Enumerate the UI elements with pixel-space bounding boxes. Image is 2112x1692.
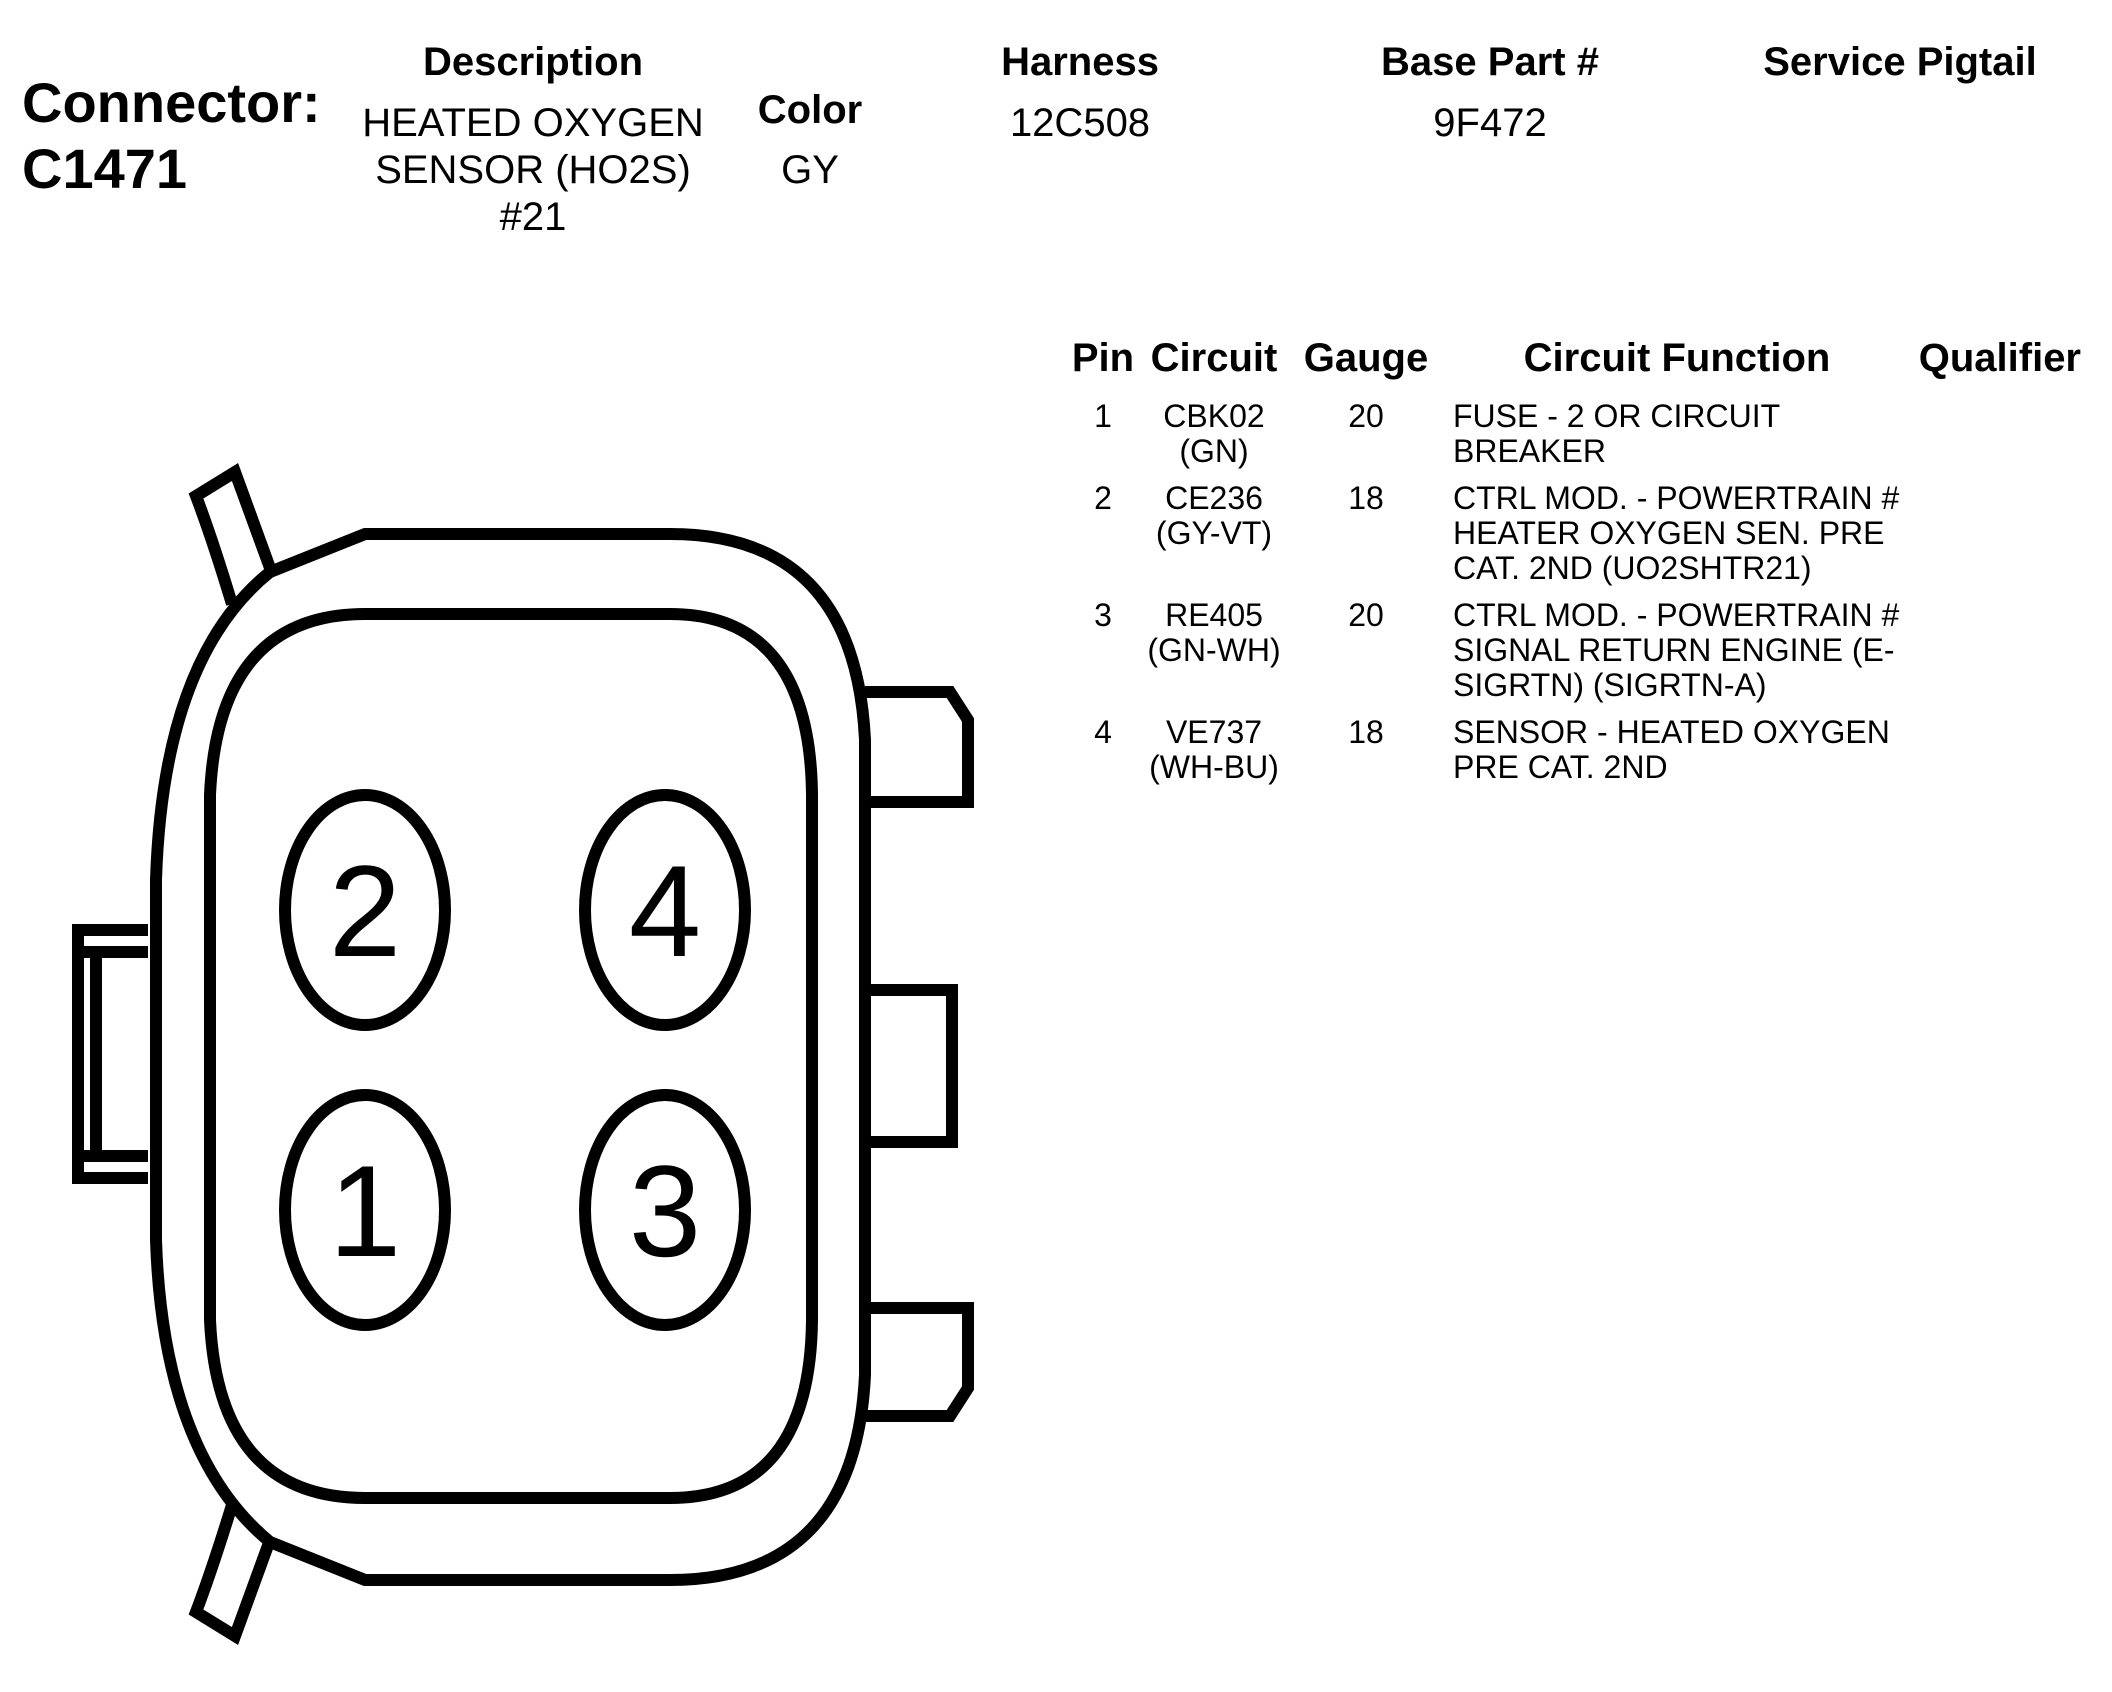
connector-label: Connector: (22, 71, 321, 134)
table-row: 3 RE405 (GN-WH) 20 CTRL MOD. - POWERTRAI… (1065, 598, 2081, 715)
function-line: CTRL MOD. - POWERTRAIN # (1453, 480, 1900, 516)
circuit-cell: CE236 (GY-VT) (1141, 481, 1287, 598)
service-pigtail-header: Service Pigtail (1763, 40, 2037, 84)
right-top-tab (865, 686, 974, 808)
circuit-cell: CBK02 (GN) (1141, 399, 1287, 481)
outer-housing (150, 528, 871, 1586)
right-bottom-tab (865, 1302, 974, 1422)
pin-cavity-3 (579, 1089, 751, 1331)
pin-table: Pin Circuit Gauge Circuit Function Quali… (1065, 336, 2081, 797)
inner-cavity (204, 608, 818, 1504)
qualifier-cell (1901, 481, 2081, 598)
bottom-latch-arm (188, 1503, 276, 1645)
base-part-header: Base Part # (1381, 40, 1599, 84)
table-row: 1 CBK02 (GN) 20 FUSE - 2 OR CIRCUIT BREA… (1065, 399, 2081, 481)
pin-label-3: 3 (629, 1138, 701, 1284)
connector-title: Connector: C1471 (22, 70, 321, 202)
function-column-header: Circuit Function (1523, 336, 1831, 380)
pin-cavity-1 (279, 1089, 451, 1331)
qualifier-column-header: Qualifier (1918, 336, 2081, 380)
qualifier-cell (1901, 715, 2081, 797)
circuit-column-header: Circuit (1150, 336, 1278, 380)
table-row: 4 VE737 (WH-BU) 18 SENSOR - HEATED OXYGE… (1065, 715, 2081, 797)
function-line: SIGNAL RETURN ENGINE (E- (1453, 632, 1895, 668)
connector-face-diagram: 2 4 1 3 (72, 463, 974, 1645)
gauge-cell: 20 (1348, 597, 1384, 633)
circuit-id: CBK02 (1163, 398, 1265, 434)
color-header: Color (757, 88, 863, 132)
gauge-cell: 18 (1348, 714, 1384, 750)
base-part-value: 9F472 (1433, 101, 1547, 145)
function-line: HEATER OXYGEN SEN. PRE (1453, 515, 1885, 551)
left-lock-tab (72, 924, 148, 1184)
harness-header: Harness (1001, 40, 1159, 84)
connector-id: C1471 (22, 137, 188, 200)
function-cell: CTRL MOD. - POWERTRAIN # HEATER OXYGEN S… (1445, 481, 1901, 598)
pin-column-header: Pin (1071, 336, 1135, 380)
circuit-id: VE737 (1165, 714, 1263, 750)
circuit-cell: VE737 (WH-BU) (1141, 715, 1287, 797)
function-line: SENSOR - HEATED OXYGEN (1453, 714, 1890, 750)
qualifier-cell (1901, 598, 2081, 715)
pin-cavity-4 (579, 789, 751, 1031)
top-latch-arm (188, 463, 276, 606)
circuit-id: RE405 (1165, 597, 1263, 633)
pin-label-2: 2 (329, 838, 401, 984)
description-line: HEATED OXYGEN (362, 101, 704, 145)
pin-number: 3 (1094, 597, 1112, 633)
description-line: SENSOR (HO2S) (375, 148, 691, 192)
function-line: CAT. 2ND (UO2SHTR21) (1453, 550, 1812, 586)
description-header: Description (422, 40, 644, 84)
pin-number: 4 (1094, 714, 1112, 750)
function-cell: FUSE - 2 OR CIRCUIT BREAKER (1445, 399, 1901, 481)
circuit-color: (GN) (1179, 433, 1249, 469)
function-line: BREAKER (1453, 433, 1606, 469)
function-line: SIGRTN) (SIGRTN-A) (1453, 667, 1767, 703)
pin-cavities (279, 789, 751, 1331)
right-middle-tab (865, 984, 958, 1148)
function-line: PRE CAT. 2ND (1453, 749, 1668, 785)
circuit-color: (WH-BU) (1149, 749, 1279, 785)
pin-table-header-row: Pin Circuit Gauge Circuit Function Quali… (1065, 336, 2081, 399)
gauge-cell: 20 (1348, 398, 1384, 434)
qualifier-cell (1901, 399, 2081, 481)
circuit-color: (GN-WH) (1147, 632, 1281, 668)
pin-number: 2 (1094, 480, 1112, 516)
function-cell: CTRL MOD. - POWERTRAIN # SIGNAL RETURN E… (1445, 598, 1901, 715)
gauge-cell: 18 (1348, 480, 1384, 516)
connector-outline (72, 463, 974, 1645)
pin-label-1: 1 (329, 1138, 401, 1284)
circuit-cell: RE405 (GN-WH) (1141, 598, 1287, 715)
function-line: CTRL MOD. - POWERTRAIN # (1453, 597, 1900, 633)
circuit-id: CE236 (1165, 480, 1263, 516)
gauge-column-header: Gauge (1303, 336, 1429, 380)
function-cell: SENSOR - HEATED OXYGEN PRE CAT. 2ND (1445, 715, 1901, 797)
pin-number: 1 (1094, 398, 1112, 434)
color-value: GY (781, 148, 839, 192)
pin-cavity-2 (279, 789, 451, 1031)
harness-value: 12C508 (1009, 101, 1151, 145)
pin-label-4: 4 (629, 838, 701, 984)
description-value: HEATED OXYGEN SENSOR (HO2S) #21 (330, 100, 736, 241)
function-line: FUSE - 2 OR CIRCUIT (1453, 398, 1781, 434)
left-lock-tab-detail (78, 946, 148, 1162)
description-line: #21 (499, 195, 567, 239)
circuit-color: (GY-VT) (1155, 515, 1273, 551)
table-row: 2 CE236 (GY-VT) 18 CTRL MOD. - POWERTRAI… (1065, 481, 2081, 598)
